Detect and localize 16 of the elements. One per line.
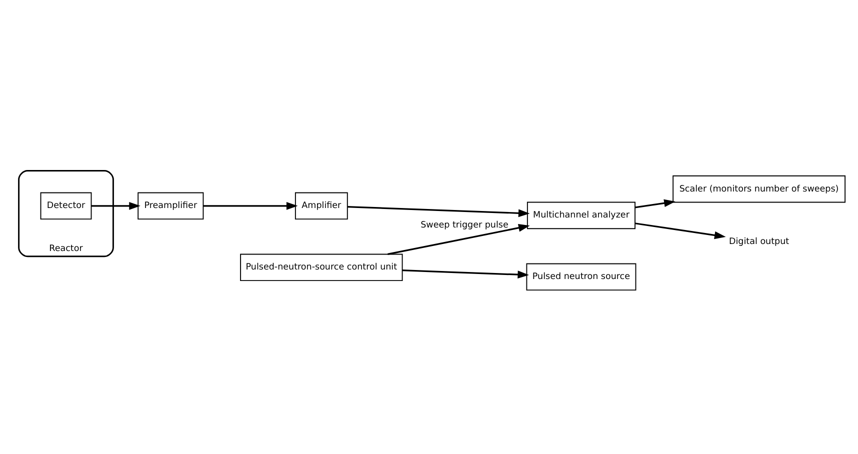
node-box: Amplifier [294,192,348,220]
arrow [388,223,530,254]
node-box: Preamplifier [138,192,204,220]
arrow [203,201,298,210]
arrow [635,222,726,239]
arrow [91,201,140,210]
node-box: Pulsed neutron source [526,262,636,290]
node-box: Scaler (monitors number of sweeps) [672,174,846,202]
arrow [402,269,529,278]
edge-label: Sweep trigger pulse [420,220,508,230]
arrow [635,198,676,208]
node-box: Pulsed-neutron-source control unit [240,253,403,281]
node-box: Detector [40,192,92,220]
node-text: Digital output [728,236,790,247]
node-box: Multichannel analyzer [526,201,636,229]
arrow [348,206,530,217]
